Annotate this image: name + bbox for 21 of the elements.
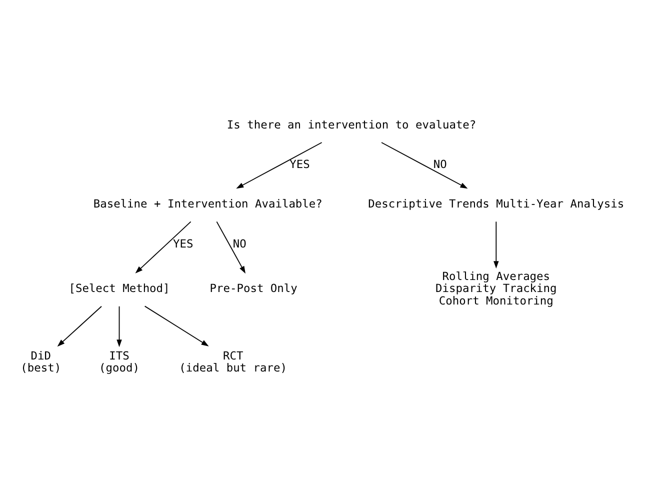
arrow [116, 306, 122, 348]
node-text: Pre-Post Only [210, 282, 298, 296]
node-text: DiD (best) [20, 349, 62, 374]
edge-label: NO [232, 237, 246, 250]
node-text: Is there an intervention to evaluate? [226, 118, 476, 132]
node-text: RCT (ideal but rare) [179, 349, 287, 374]
node-text: Baseline + Intervention Available? [93, 198, 322, 211]
arrow [381, 142, 468, 189]
arrow [144, 306, 209, 346]
node-text: [Select Method] [68, 282, 170, 296]
node-text: Descriptive Trends Multi-Year Analysis [368, 198, 624, 211]
arrow [135, 221, 192, 274]
arrow [236, 142, 322, 189]
edge-label: NO [433, 158, 447, 172]
arrow [494, 221, 499, 269]
arrow [57, 306, 102, 347]
node-text: ITS (good) [99, 349, 140, 374]
edge-label: YES [173, 237, 194, 250]
node-text: Rolling Averages Disparity Tracking Cohort Monitoring [436, 270, 557, 308]
edge-label: YES [290, 158, 310, 172]
arrow [216, 221, 246, 274]
